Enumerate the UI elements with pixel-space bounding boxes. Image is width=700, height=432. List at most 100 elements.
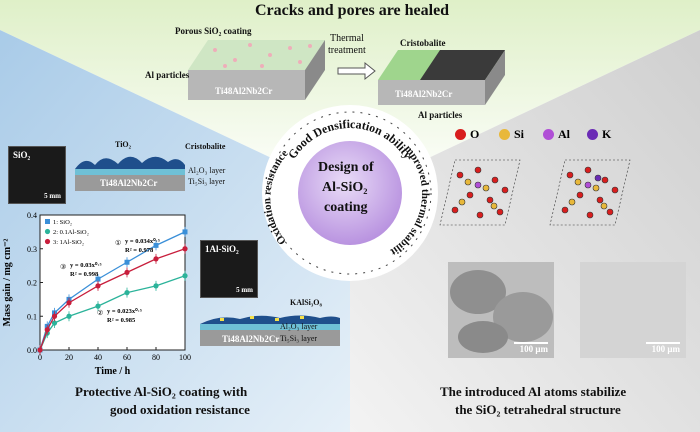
- legend-dot-k: [587, 129, 598, 140]
- legend-label-si: Si: [514, 127, 525, 141]
- sem1-scale-label: 100 μm: [519, 344, 548, 354]
- chart-legend-marker-1: [45, 219, 50, 224]
- chart-legend-label-3: 3: 1Al-SiO₂: [53, 239, 84, 246]
- thermal-label: Thermal: [330, 33, 364, 44]
- series-point-3: [66, 300, 72, 306]
- sem1-scale-bar: [514, 342, 548, 344]
- ti5si3-label-1: Ti₅Si₃ layer: [188, 177, 226, 186]
- right-caption-1: The introduced Al atoms stabilize: [440, 384, 627, 399]
- series-point-2: [124, 290, 130, 296]
- series-point-3: [37, 347, 43, 353]
- thermal-treatment-arrow: [337, 61, 376, 81]
- x-tick-label: 40: [94, 353, 102, 362]
- cristobalite-label-left: Cristobalite: [185, 142, 226, 151]
- top-panel-bg: [0, 0, 700, 195]
- series-point-1: [182, 229, 188, 235]
- center-line-3: coating: [324, 200, 368, 215]
- cristobalite-label-top: Cristobalite: [400, 38, 446, 48]
- legend-dot-al: [543, 129, 554, 140]
- right-caption-2: the SiO₂ tetrahedral structure: [455, 402, 621, 417]
- x-tick-label: 80: [152, 353, 160, 362]
- annotation-r2-3: R² = 0.985: [107, 317, 136, 324]
- photo-1al-sio2-label: 1Al-SiO₂: [205, 244, 239, 254]
- series-point-3: [95, 283, 101, 289]
- series-point-2: [95, 303, 101, 309]
- y-tick-label: 0.0: [27, 346, 37, 355]
- left-substrate-label: Ti48Al2Nb2Cr: [215, 86, 273, 96]
- crystal-structure-2: [549, 159, 631, 226]
- x-tick-label: 100: [179, 353, 191, 362]
- sem-image-1: 100 μm: [448, 262, 554, 358]
- series-point-3: [44, 327, 50, 333]
- series-point-1: [153, 242, 159, 248]
- y-tick-label: 0.2: [27, 279, 37, 288]
- left-caption-2: good oxidation resistance: [110, 402, 250, 417]
- right-substrate-label: Ti48Al2Nb2Cr: [395, 89, 453, 99]
- legend-dot-si: [499, 129, 510, 140]
- schematic-sio2: [75, 156, 185, 191]
- series-point-2: [182, 273, 188, 279]
- x-tick-label: 20: [65, 353, 73, 362]
- series-point-3: [51, 313, 58, 319]
- sem-image-2: 100 μm: [580, 262, 686, 358]
- y-axis-label: Mass gain / mg cm⁻²: [2, 239, 13, 327]
- kalsi-label: KAlSi₃O₈: [290, 298, 322, 307]
- top-headline: Cracks and pores are healed: [255, 2, 450, 19]
- photo-sio2-label: SiO₂: [13, 150, 31, 160]
- sem2-scale-label: 100 μm: [651, 344, 680, 354]
- photo-1al-sio2: 1Al-SiO₂ 5 mm: [200, 240, 258, 298]
- annotation-id-2: ③: [60, 263, 66, 271]
- series-point-1: [124, 259, 130, 265]
- left-al-particles-label: Al particles: [145, 70, 190, 80]
- annotation-eq-2: y = 0.03x⁰·⁵: [70, 261, 102, 269]
- series-point-1: [95, 276, 101, 282]
- annotation-r2-2: R² = 0.998: [70, 271, 99, 278]
- al2o3-label-1: Al₂O₃ layer: [188, 166, 226, 175]
- sem2-scale-bar: [646, 342, 680, 344]
- substrate-label-2: Ti48Al2Nb2Cr: [222, 334, 280, 344]
- porous-coating-block: [188, 40, 325, 100]
- tio2-label: TiO₂: [115, 140, 132, 149]
- left-caption-1: Protective Al-SiO₂ coating with: [75, 384, 248, 399]
- chart-legend-label-2: 2: 0.1Al-SiO₂: [53, 229, 89, 236]
- annotation-id-1: ①: [115, 239, 121, 247]
- legend-label-k: K: [602, 127, 612, 141]
- annotation-r2-1: R² = 0.978: [125, 247, 154, 254]
- photo-1al-sio2-scale: 5 mm: [236, 286, 253, 294]
- center-circle: [298, 141, 402, 245]
- series-point-3: [124, 269, 130, 275]
- x-tick-label: 0: [38, 353, 42, 362]
- annotation-id-3: ②: [97, 309, 103, 317]
- legend-dot-o: [455, 129, 466, 140]
- x-tick-label: 60: [123, 353, 131, 362]
- chart-legend-marker-3: [44, 238, 51, 245]
- series-point-3: [153, 256, 159, 262]
- chart-legend-label-1: 1: SiO₂: [53, 219, 72, 226]
- porous-coating-label: Porous SiO₂ coating: [175, 26, 252, 36]
- photo-sio2: SiO₂ 5 mm: [8, 146, 66, 204]
- crystal-structure-1: [439, 159, 521, 226]
- series-point-2: [66, 313, 72, 319]
- y-tick-label: 0.1: [27, 312, 37, 321]
- x-axis-label: Time / h: [95, 366, 131, 377]
- treatment-label: treatment: [328, 45, 366, 56]
- series-point-2: [51, 320, 58, 326]
- annotation-eq-3: y = 0.023x⁰·⁵: [107, 307, 142, 315]
- healed-coating-block: [378, 50, 505, 105]
- ti5si3-label-2: Ti₅Si₃ layer: [280, 334, 318, 343]
- chart-legend-marker-2: [44, 228, 51, 235]
- annotation-eq-1: y = 0.034x⁰·⁵: [125, 237, 160, 245]
- legend-label-al: Al: [558, 127, 570, 141]
- right-al-particles-label: Al particles: [418, 110, 463, 120]
- substrate-label-1: Ti48Al2Nb2Cr: [100, 178, 158, 188]
- center-line-2: Al-SiO₂: [322, 180, 368, 195]
- legend-label-o: O: [470, 127, 480, 141]
- y-tick-label: 0.4: [27, 211, 37, 220]
- center-line-1: Design of: [318, 160, 374, 175]
- schematic-al-sio2: [200, 315, 340, 346]
- y-tick-label: 0.3: [27, 245, 37, 254]
- series-point-2: [153, 283, 159, 289]
- photo-sio2-scale: 5 mm: [44, 192, 61, 200]
- series-point-3: [182, 246, 188, 252]
